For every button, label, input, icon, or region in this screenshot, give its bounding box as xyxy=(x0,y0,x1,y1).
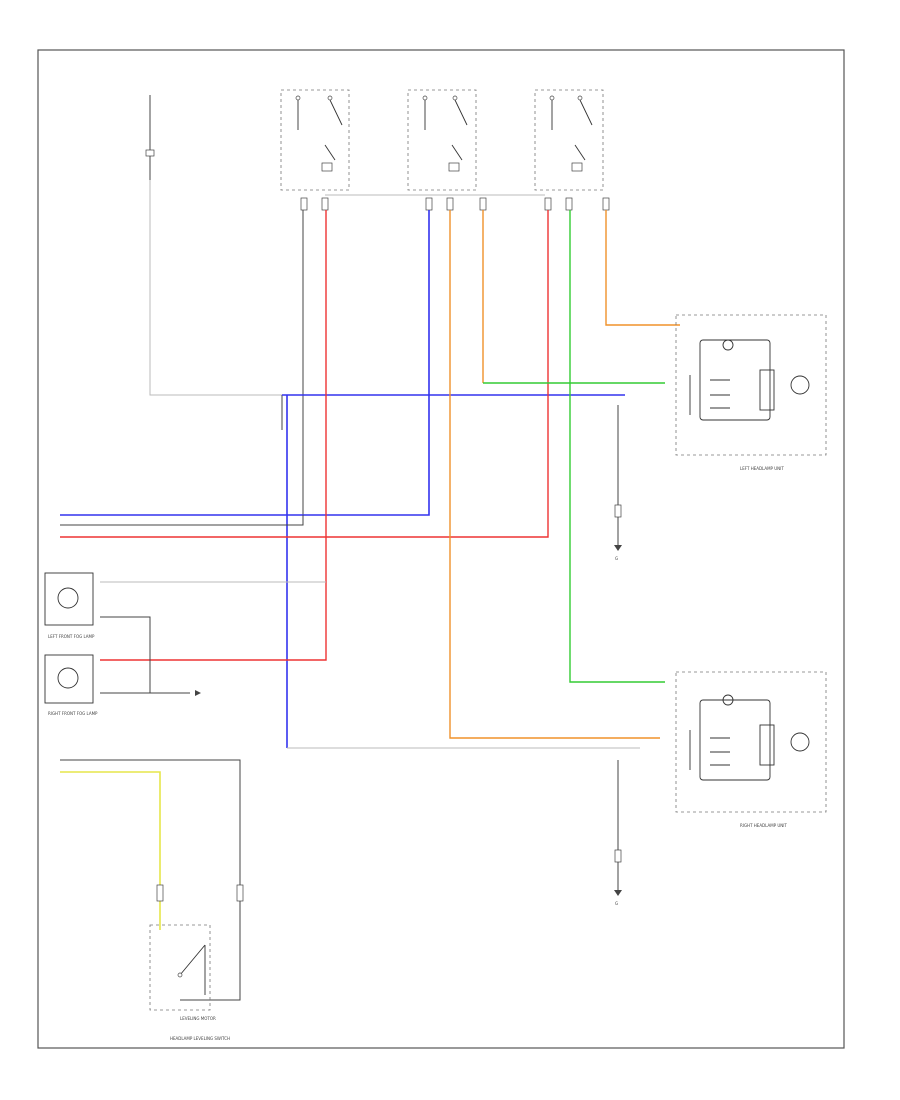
wire-black-connector xyxy=(100,616,151,694)
wire-green-2 xyxy=(569,210,665,683)
wire-red-1 xyxy=(100,210,327,661)
wire-yellow xyxy=(60,771,161,930)
leveling-switch: LEVELING MOTOR HEADLAMP LEVELING SWITCH xyxy=(149,924,230,1041)
right-headlamp-unit: RIGHT HEADLAMP UNIT xyxy=(675,671,827,828)
right-unit-label: RIGHT HEADLAMP UNIT xyxy=(740,823,787,828)
wire-blue-top xyxy=(60,210,430,516)
wire-orange-1 xyxy=(605,210,680,326)
right-fog-lamp: RIGHT FRONT FOG LAMP xyxy=(44,654,98,716)
fuse-block-1 xyxy=(280,89,350,191)
wire-black-left xyxy=(60,515,304,526)
svg-text:G: G xyxy=(615,556,618,561)
svg-text:G: G xyxy=(615,901,618,906)
left-unit-label: LEFT HEADLAMP UNIT xyxy=(740,466,784,471)
switch-label: HEADLAMP LEVELING SWITCH xyxy=(170,1036,230,1041)
wire-gray-feed xyxy=(149,180,282,396)
fuse-block-2 xyxy=(407,89,477,191)
fuse-block-3 xyxy=(534,89,604,191)
diagram-frame xyxy=(37,49,845,1049)
leveling-motor-label: LEVELING MOTOR xyxy=(180,1016,216,1021)
right-fog-label: RIGHT FRONT FOG LAMP xyxy=(48,711,98,716)
wire-red-2 xyxy=(60,210,549,538)
wire-black-switch xyxy=(60,759,241,1001)
left-fog-lamp: LEFT FRONT FOG LAMP xyxy=(44,572,95,639)
ground-symbol-right: G xyxy=(614,890,622,906)
ground-symbol-fog xyxy=(195,690,201,696)
hot-at-all-times-feed xyxy=(145,95,155,180)
left-fog-label: LEFT FRONT FOG LAMP xyxy=(48,634,95,639)
left-headlamp-unit: LEFT HEADLAMP UNIT xyxy=(675,314,827,471)
wire-orange-2 xyxy=(449,210,660,739)
connector-stubs-top xyxy=(300,197,610,211)
ground-symbol-left: G xyxy=(614,545,622,561)
